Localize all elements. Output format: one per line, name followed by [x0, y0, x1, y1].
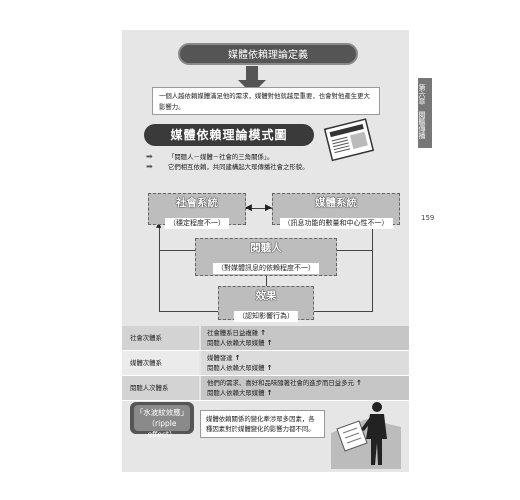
row-label: 社會次體系	[122, 326, 199, 350]
bidirectional-arrow-icon: ◀	[245, 203, 252, 213]
bullet-item: ➡ 「閱聽人－媒體－社會的三角關係」。	[146, 152, 274, 161]
chapter-subject: 閱聽傳播	[418, 111, 426, 139]
audience-box: 閱聽人 （對媒體訊息的依賴程度不一）	[195, 238, 337, 276]
up-arrow-icon: ↑	[266, 339, 273, 347]
chapter-label: 第六章	[418, 84, 426, 105]
bullet-item: ➡ 它們相互依賴，共同建構起大眾傳播社會之形貌。	[146, 162, 309, 171]
connector-line	[314, 311, 373, 312]
definition-box: 一個人越依賴媒體滿足他的需求，媒體對他就越是重要，也會對他產生更大影響力。	[152, 87, 380, 115]
businessman-icon	[331, 402, 401, 469]
bidirectional-arrow-icon: ▶	[265, 203, 272, 213]
ripple-title: 「水波紋效應」	[135, 408, 189, 417]
up-arrow-icon: ↑	[266, 364, 273, 372]
right-arrow-icon: ➡	[146, 162, 153, 171]
table-row: 社會次體系 社會體系日益複雜 ↑ 閱聽人依賴大眾媒體 ↑	[122, 326, 409, 351]
connector-line	[159, 250, 195, 251]
up-arrow-icon: ▲	[156, 221, 162, 229]
model-title: 媒體依賴理論模式圖	[144, 124, 314, 146]
book-page: 媒體依賴理論定義 一個人越依賴媒體滿足他的需求，媒體對他就越是重要，也會對他產生…	[122, 30, 409, 472]
chapter-tab: 第六章 閱聽傳播	[418, 78, 432, 148]
up-arrow-icon: ↑	[260, 329, 267, 337]
up-arrow-icon: ↑	[266, 389, 273, 397]
table-row: 媒體次體系 媒體發達 ↑ 閱聽人依賴大眾媒體 ↑	[122, 351, 409, 376]
media-system-box: 媒體系統 （訊息功能的數量和中心性不一）	[272, 193, 400, 229]
connector-line	[337, 250, 373, 251]
row-content: 社會體系日益複雜 ↑ 閱聽人依賴大眾媒體 ↑	[201, 326, 409, 350]
effect-box: 效果 （認知影響行為）	[218, 286, 314, 322]
ripple-effect-badge: 「水波紋效應」 （ripple effect）	[130, 402, 194, 439]
page-title: 媒體依賴理論定義	[178, 43, 358, 65]
row-label: 媒體次體系	[122, 351, 199, 375]
row-content: 他們的需求、喜好和品味隨著社會的進步而日益多元 ↑ 閱聽人依賴大眾媒體 ↑	[201, 376, 409, 400]
connector-line	[159, 311, 218, 312]
subsystem-table: 社會次體系 社會體系日益複雜 ↑ 閱聽人依賴大眾媒體 ↑ 媒體次體系 媒體發達 …	[122, 326, 409, 401]
table-row: 閱聽人次體系 他們的需求、喜好和品味隨著社會的進步而日益多元 ↑ 閱聽人依賴大眾…	[122, 376, 409, 401]
connector-line	[159, 224, 160, 312]
right-arrow-icon: ➡	[146, 152, 153, 161]
society-system-box: 社會系統 （穩定程度不一）	[148, 193, 246, 229]
connector-line	[372, 224, 373, 312]
model-bullets: ➡ 「閱聽人－媒體－社會的三角關係」。 ➡ 它們相互依賴，共同建構起大眾傳播社會…	[146, 152, 326, 172]
row-label: 閱聽人次體系	[122, 376, 199, 400]
newspaper-icon	[323, 118, 375, 162]
row-content: 媒體發達 ↑ 閱聽人依賴大眾媒體 ↑	[201, 351, 409, 375]
ripple-description: 媒體依賴關係的變化牽涉眾多因素，各種因素對於媒體變化的影響力都不同。	[200, 410, 325, 438]
page-number: 159	[421, 214, 435, 222]
connector-line	[266, 276, 267, 286]
up-arrow-icon: ↑	[356, 379, 362, 387]
up-arrow-icon: ↑	[234, 354, 241, 362]
connector-line	[197, 208, 335, 209]
ripple-title-en: （ripple effect）	[147, 419, 177, 439]
